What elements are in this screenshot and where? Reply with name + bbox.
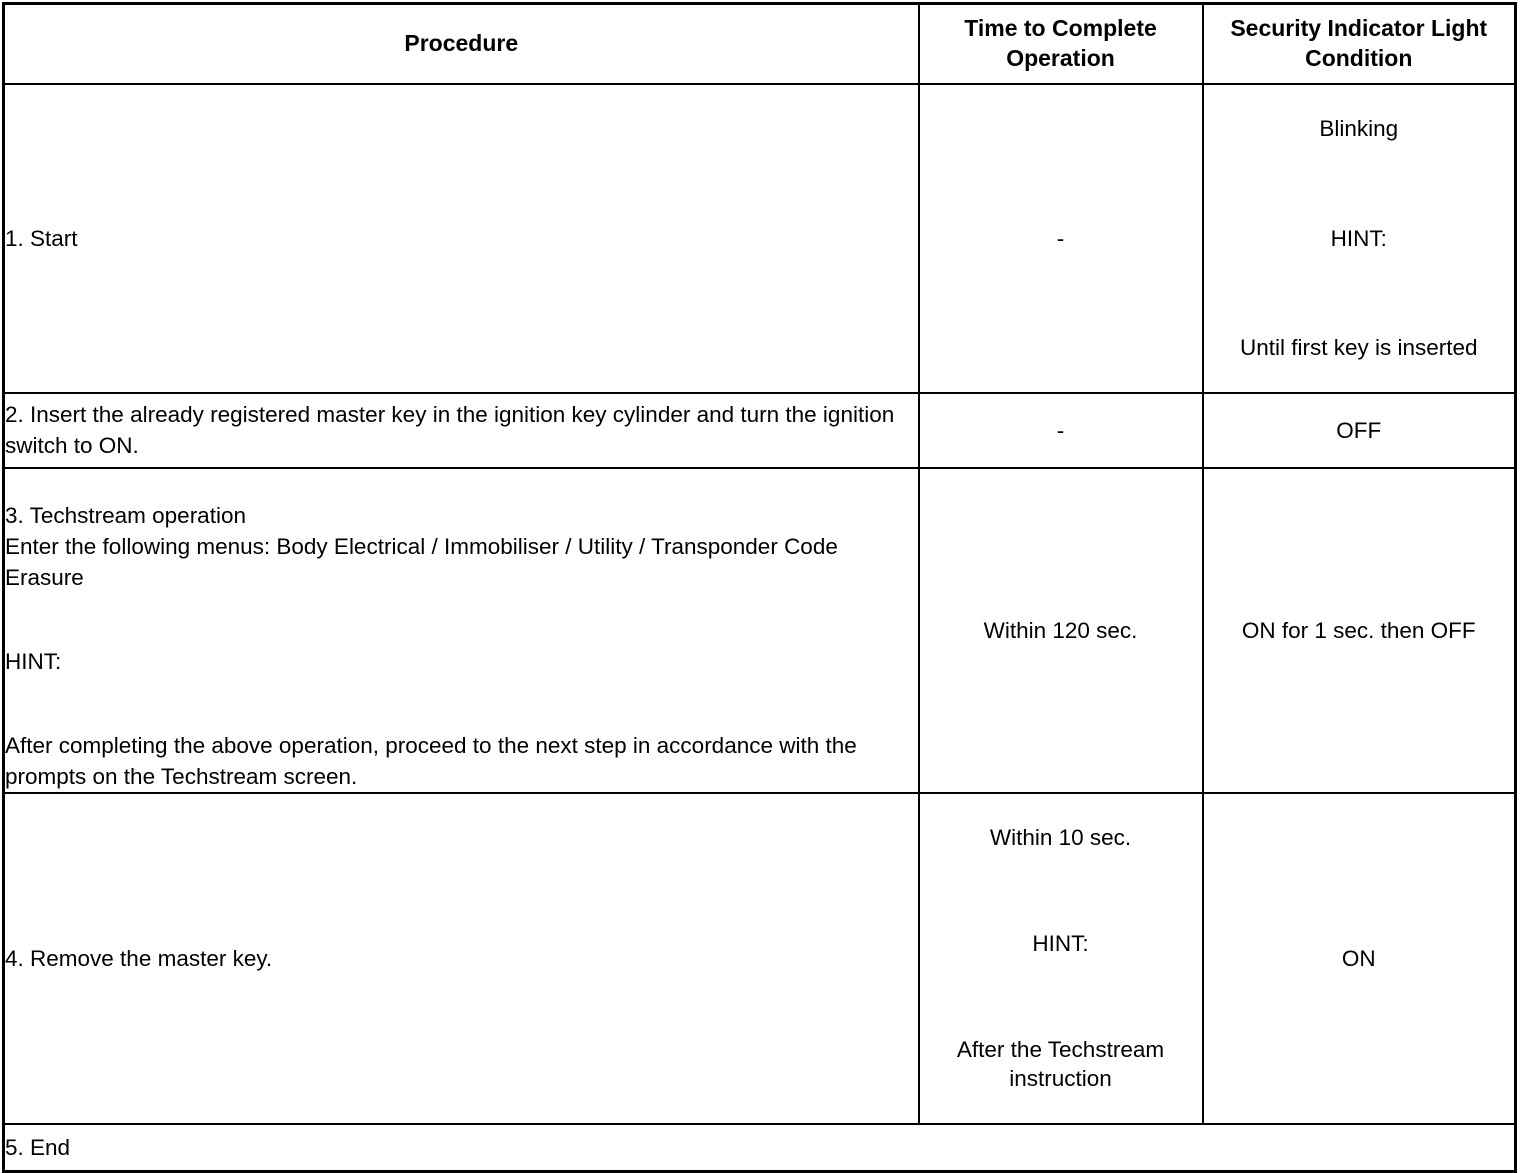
spacer bbox=[920, 882, 1202, 900]
cell-procedure-step-4: 4. Remove the master key. bbox=[2, 792, 920, 1125]
cell-light-step-4: ON bbox=[1201, 792, 1517, 1125]
table-row: 3. Techstream operation Enter the follow… bbox=[2, 466, 1517, 795]
cell-light-step-1: Blinking HINT: Until first key is insert… bbox=[1201, 82, 1517, 394]
table-body: 1. Start - Blinking HINT: Until first ke… bbox=[2, 82, 1517, 1173]
cell-time-step-1: - bbox=[917, 82, 1204, 394]
column-header-procedure: Procedure bbox=[2, 2, 920, 85]
procedure-line-title: 3. Techstream operation bbox=[5, 502, 246, 528]
cell-procedure-step-1: 1. Start bbox=[2, 82, 920, 394]
column-header-time-to-complete-operation: Time to Complete Operation bbox=[917, 2, 1204, 85]
spacer bbox=[1204, 282, 1515, 304]
cell-procedure-step-2: 2. Insert the already registered master … bbox=[2, 391, 920, 469]
light-line-hint-text: Until first key is inserted bbox=[1239, 335, 1478, 361]
light-line-blinking: Blinking bbox=[1319, 115, 1399, 141]
table-row: 5. End bbox=[2, 1122, 1517, 1173]
spacer bbox=[920, 988, 1202, 1006]
spacer bbox=[1204, 172, 1515, 194]
spacer bbox=[5, 677, 918, 699]
header-row: Procedure Time to Complete Operation Sec… bbox=[2, 2, 1517, 85]
time-line-within-10-sec: Within 10 sec. bbox=[989, 825, 1132, 851]
light-line-hint-label: HINT: bbox=[1330, 225, 1387, 251]
time-line-hint-label: HINT: bbox=[1032, 931, 1089, 957]
procedure-line-hint-label: HINT: bbox=[5, 648, 62, 674]
table-header: Procedure Time to Complete Operation Sec… bbox=[2, 2, 1517, 85]
column-header-security-indicator-light-condition: Security Indicator Light Condition bbox=[1201, 2, 1517, 85]
cell-light-step-2: OFF bbox=[1201, 391, 1517, 469]
cell-procedure-step-5: 5. End bbox=[2, 1122, 1517, 1173]
cell-time-step-2: - bbox=[917, 391, 1204, 469]
table-row: 2. Insert the already registered master … bbox=[2, 391, 1517, 469]
cell-procedure-step-3: 3. Techstream operation Enter the follow… bbox=[2, 466, 920, 795]
cell-light-step-3: ON for 1 sec. then OFF bbox=[1201, 466, 1517, 795]
procedure-line-hint-text: After completing the above operation, pr… bbox=[5, 733, 857, 790]
table-row: 4. Remove the master key. Within 10 sec.… bbox=[2, 792, 1517, 1125]
cell-time-step-3: Within 120 sec. bbox=[917, 466, 1204, 795]
time-line-hint-text: After the Techstream instruction bbox=[956, 1036, 1165, 1092]
cell-time-step-4: Within 10 sec. HINT: After the Techstrea… bbox=[917, 792, 1204, 1125]
table-row: 1. Start - Blinking HINT: Until first ke… bbox=[2, 82, 1517, 394]
spacer bbox=[5, 593, 918, 615]
procedure-line-menu-path: Enter the following menus: Body Electric… bbox=[5, 533, 838, 590]
